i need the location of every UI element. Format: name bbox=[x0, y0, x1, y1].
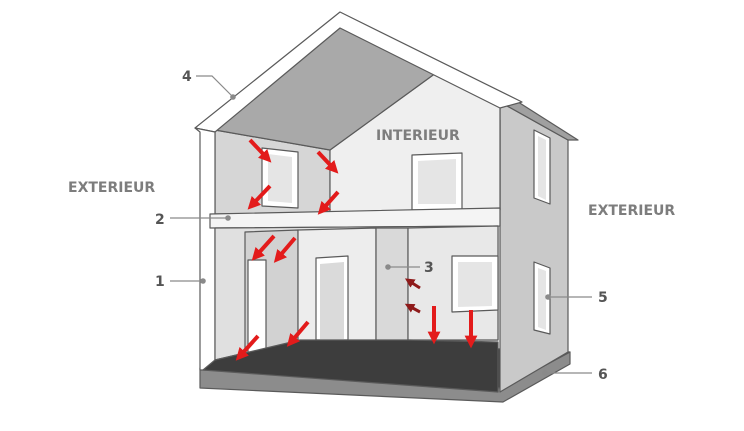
callout-6: 6 bbox=[542, 367, 608, 383]
heat-arrow-small bbox=[404, 278, 421, 290]
callout-3: 3 bbox=[385, 260, 434, 276]
heat-arrow bbox=[317, 190, 340, 215]
callout-6-number: 6 bbox=[598, 367, 608, 383]
heat-arrow bbox=[316, 150, 339, 174]
left-exterior-wall bbox=[194, 127, 216, 371]
callout-5: 5 bbox=[545, 290, 608, 306]
callout-3-number: 3 bbox=[424, 260, 434, 276]
heat-arrow bbox=[247, 184, 272, 210]
exterior-right-label: EXTERIEUR bbox=[588, 203, 675, 219]
heat-arrow bbox=[235, 334, 260, 361]
ground-floor-interior bbox=[202, 225, 499, 393]
roof bbox=[194, 11, 523, 151]
interior-label: INTERIEUR bbox=[376, 128, 460, 144]
heat-arrows bbox=[235, 138, 478, 361]
callout-1: 1 bbox=[155, 274, 206, 290]
exterior-left-label: EXTERIEUR bbox=[68, 180, 155, 196]
right-exterior-wall bbox=[499, 99, 579, 393]
callout-2-number: 2 bbox=[155, 212, 165, 228]
callout-5-number: 5 bbox=[598, 290, 608, 306]
heat-arrow bbox=[251, 234, 276, 261]
heat-arrow-small bbox=[404, 303, 421, 314]
callout-2: 2 bbox=[155, 212, 231, 228]
callout-4-number: 4 bbox=[182, 69, 192, 85]
heat-arrow bbox=[273, 236, 297, 263]
heat-arrow bbox=[248, 138, 272, 163]
intermediate-floor bbox=[209, 207, 501, 229]
callout-1-number: 1 bbox=[155, 274, 165, 290]
callout-4: 4 bbox=[182, 69, 236, 100]
upper-floor-interior bbox=[214, 69, 501, 215]
heat-arrow bbox=[286, 320, 310, 347]
